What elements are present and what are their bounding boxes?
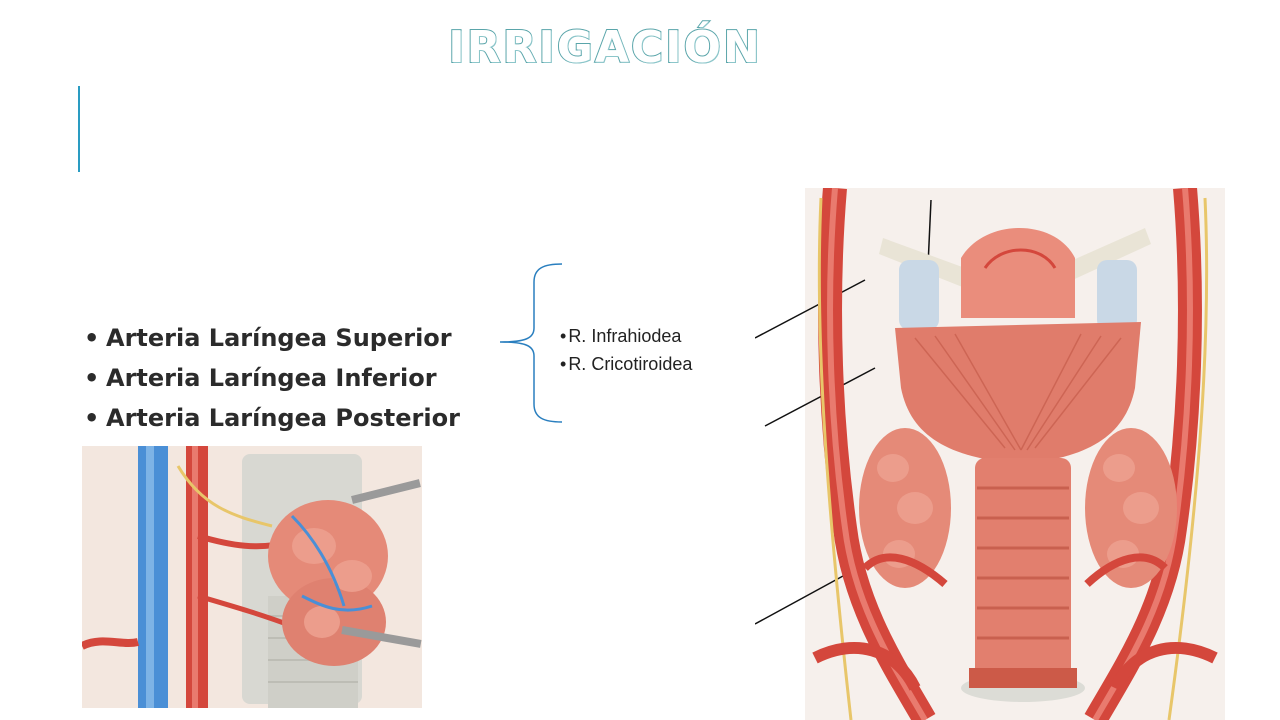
curly-brace-icon bbox=[499, 263, 563, 423]
artery-inferior: Arteria Laríngea Inferior bbox=[84, 358, 460, 398]
artery-list: Arteria Laríngea Superior Arteria Laríng… bbox=[84, 318, 460, 438]
superior-branch-list: R. Infrahiodea R. Cricotiroidea bbox=[560, 322, 692, 378]
accent-bar bbox=[78, 86, 80, 172]
slide-title: IRRIGACIÓN bbox=[447, 21, 762, 74]
illustration-anterior-larynx bbox=[755, 188, 1235, 720]
illustration-lateral-larynx bbox=[82, 446, 422, 708]
artery-posterior: Arteria Laríngea Posterior bbox=[84, 398, 460, 438]
branch-cricotiroidea: R. Cricotiroidea bbox=[560, 350, 692, 378]
artery-superior: Arteria Laríngea Superior bbox=[84, 318, 460, 358]
branch-infrahiodea: R. Infrahiodea bbox=[560, 322, 692, 350]
